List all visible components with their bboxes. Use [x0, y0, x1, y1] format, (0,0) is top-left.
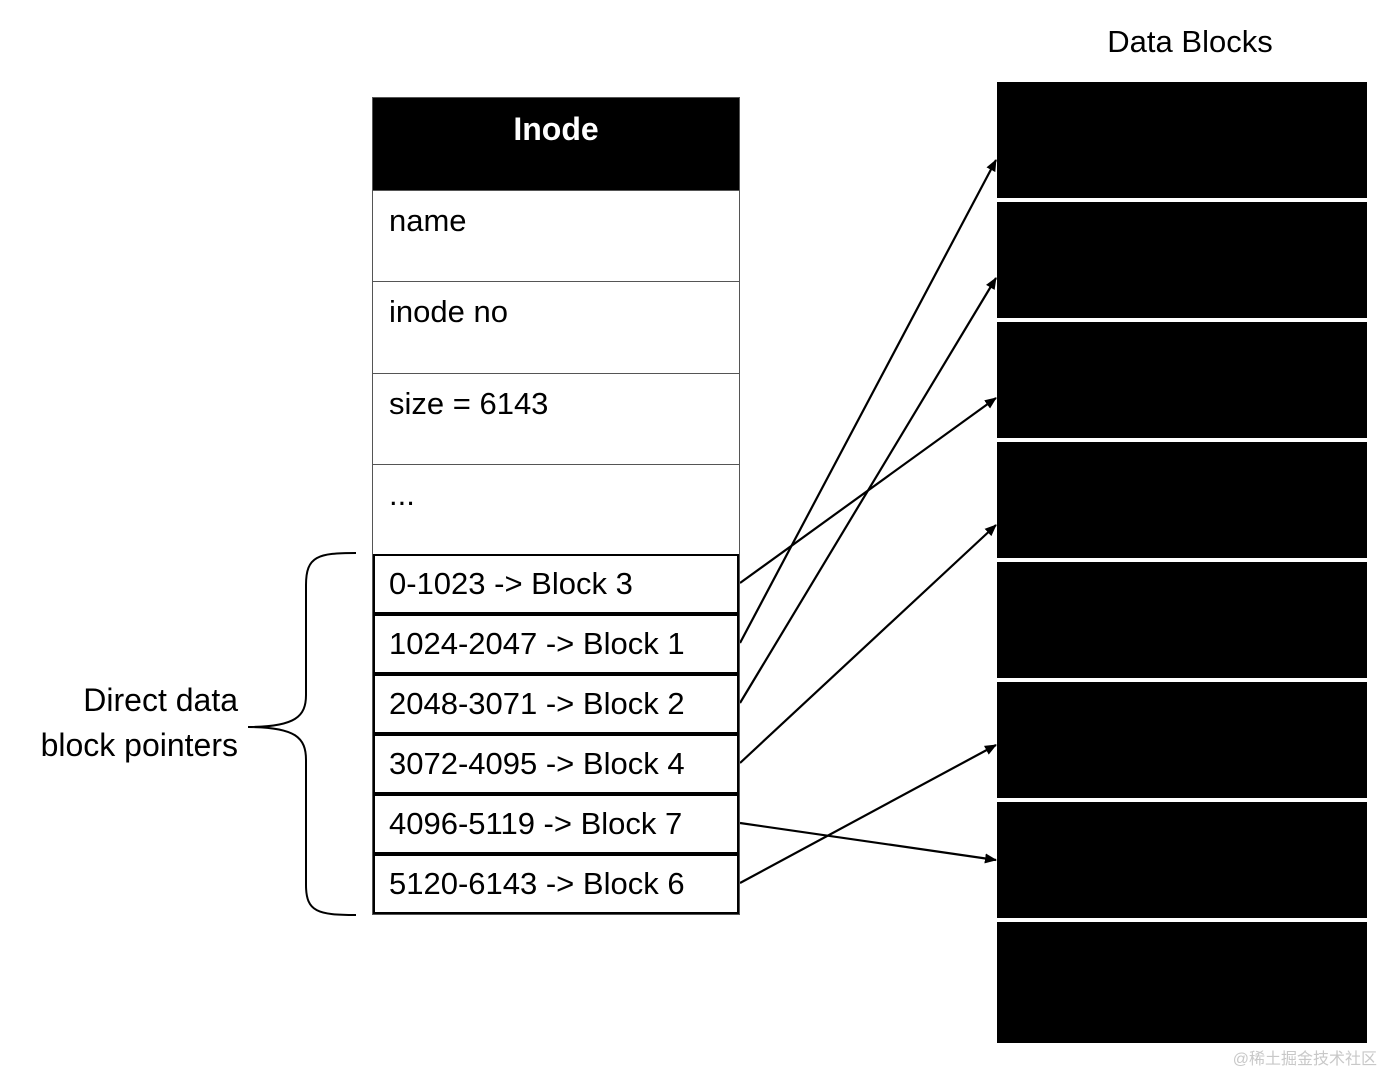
field-size: size = 6143: [373, 373, 739, 464]
data-block-8: [997, 922, 1367, 1043]
inode-title: Inode: [373, 98, 739, 190]
data-block-5: [997, 562, 1367, 678]
data-block-1: [997, 82, 1367, 198]
arrow-to-block-2: [739, 277, 997, 704]
watermark: @稀土掘金技术社区: [1232, 1051, 1377, 1068]
pointer-row-6: 5120-6143 -> Block 6: [373, 854, 739, 914]
pointer-row-2: 1024-2047 -> Block 1: [373, 614, 739, 674]
direct-pointers-label: Direct data block pointers: [40, 682, 238, 763]
arrow-to-block-3: [739, 397, 997, 584]
brace-shape: [247, 552, 357, 916]
data-block-6: [997, 682, 1367, 798]
arrow-to-block-7: [739, 821, 997, 864]
field-inode-no: inode no: [373, 281, 739, 372]
data-block-7: [997, 802, 1367, 918]
arrow-to-block-1: [739, 159, 997, 644]
field-name: name: [373, 190, 739, 281]
pointer-row-5: 4096-5119 -> Block 7: [373, 794, 739, 854]
field-ellipsis: ...: [373, 464, 739, 555]
pointer-row-3: 2048-3071 -> Block 2: [373, 674, 739, 734]
inode-table: Inode name inode no size = 6143 ... 0-10…: [372, 97, 740, 915]
arrow-to-block-4: [739, 524, 997, 764]
data-block-3: [997, 322, 1367, 438]
data-block-4: [997, 442, 1367, 558]
pointer-row-1: 0-1023 -> Block 3: [373, 554, 739, 614]
data-blocks-title: Data Blocks: [1107, 24, 1273, 59]
arrow-to-block-6: [739, 744, 997, 884]
pointer-row-4: 3072-4095 -> Block 4: [373, 734, 739, 794]
data-block-2: [997, 202, 1367, 318]
